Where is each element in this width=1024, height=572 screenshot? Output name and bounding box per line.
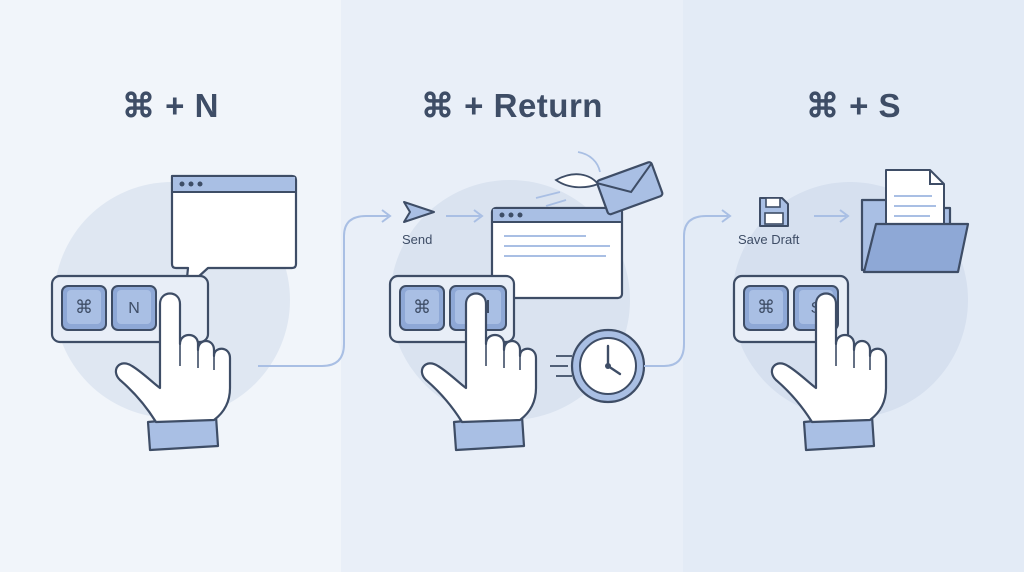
step2-shortcut-title: ⌘ + Return <box>421 87 603 124</box>
message-window-icon <box>490 206 624 300</box>
arrow-icon <box>644 215 728 367</box>
svg-text:N: N <box>128 300 140 317</box>
svg-text:⌘: ⌘ <box>413 297 431 318</box>
svg-text:⌘: ⌘ <box>75 297 93 318</box>
svg-text:⌘: ⌘ <box>757 297 775 318</box>
new-window-icon <box>170 174 298 290</box>
step2-art: ⌘ <box>388 151 732 452</box>
arrow-icon <box>258 215 388 367</box>
n-key-icon: N <box>111 285 157 331</box>
clock-icon <box>550 328 646 404</box>
flying-envelope-icon <box>535 151 664 216</box>
command-key-icon: ⌘ <box>399 285 445 331</box>
floppy-disk-icon <box>759 197 789 227</box>
step3-art: ⌘ S <box>732 169 970 452</box>
save-draft-label: Save Draft <box>738 232 800 247</box>
paper-plane-icon <box>403 201 435 223</box>
command-key-icon: ⌘ <box>61 285 107 331</box>
document-folder-icon <box>860 169 970 274</box>
step1-shortcut-title: ⌘ + N <box>122 87 219 124</box>
command-key-icon: ⌘ <box>743 285 789 331</box>
send-label: Send <box>402 232 433 247</box>
step3-shortcut-title: ⌘ + S <box>805 87 902 124</box>
step1-art: ⌘ N <box>50 174 392 452</box>
